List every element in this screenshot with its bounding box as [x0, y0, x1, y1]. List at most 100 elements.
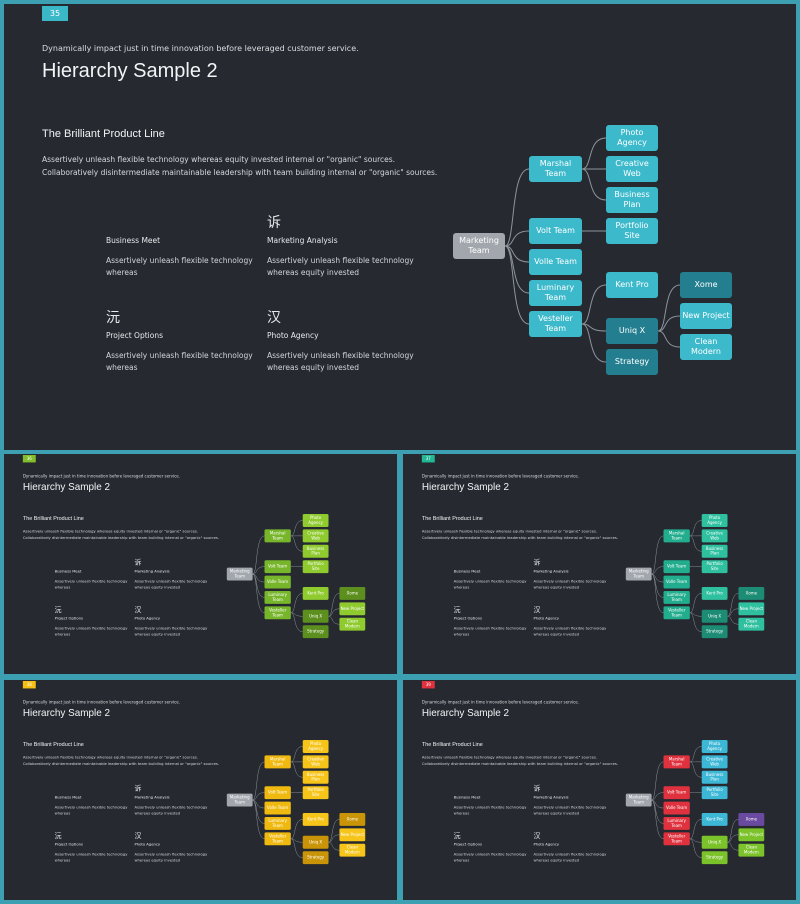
tree-node-portfolio[interactable]: Portfolio Site	[606, 218, 658, 244]
tree-connectors	[504, 137, 681, 363]
tree-node-volle[interactable]: Volle Team	[264, 801, 291, 815]
tree-node-luminary[interactable]: Luminary Team	[264, 590, 291, 604]
tree-node-newproj[interactable]: New Project	[738, 602, 765, 616]
tree-node-newproj[interactable]: New Project	[680, 303, 732, 329]
tree-node-root[interactable]: Marketing Team	[453, 233, 505, 259]
slide-36[interactable]: 36 Dynamically impact just in time innov…	[4, 454, 397, 674]
tagline: Dynamically impact just in time innovati…	[22, 473, 180, 479]
feature-title: Photo Agency	[533, 842, 560, 847]
tree-node-vesteller[interactable]: Vesteller Team	[264, 832, 291, 846]
tree-node-volle[interactable]: Volle Team	[663, 801, 690, 815]
tree-node-xome[interactable]: Xome	[738, 812, 765, 826]
slide-39[interactable]: 39 Dynamically impact just in time innov…	[403, 680, 796, 900]
description-line: Collaboratively disintermediate maintain…	[42, 167, 438, 177]
tree-node-clean[interactable]: Clean Modern	[339, 843, 366, 857]
product-line-heading: The Brilliant Product Line	[421, 741, 483, 748]
tree-node-strategy[interactable]: Strategy	[302, 625, 329, 639]
feature-text: Assertively unleash flexible technology …	[453, 626, 527, 637]
tree-node-portfolio[interactable]: Portfolio Site	[302, 786, 329, 800]
tree-node-uniq[interactable]: Uniq X	[701, 609, 728, 623]
tree-node-strategy[interactable]: Strategy	[701, 851, 728, 865]
tree-node-portfolio[interactable]: Portfolio Site	[701, 786, 728, 800]
connector-uniq-xome	[727, 819, 739, 843]
tree-node-vesteller[interactable]: Vesteller Team	[663, 832, 690, 846]
tree-node-business[interactable]: Business Plan	[606, 187, 658, 213]
tree-node-root[interactable]: Marketing Team	[226, 793, 253, 807]
tree-node-strategy[interactable]: Strategy	[302, 851, 329, 865]
tree-node-clean[interactable]: Clean Modern	[680, 334, 732, 360]
tree-node-portfolio[interactable]: Portfolio Site	[701, 560, 728, 574]
tree-node-volt[interactable]: Volt Team	[264, 786, 291, 800]
page-number: 36	[22, 454, 36, 463]
tree-node-creative[interactable]: Creative Web	[302, 755, 329, 769]
slide-title: Hierarchy Sample 2	[421, 707, 510, 719]
tree-node-luminary[interactable]: Luminary Team	[663, 590, 690, 604]
tree-node-vesteller[interactable]: Vesteller Team	[529, 311, 582, 337]
tree-node-clean[interactable]: Clean Modern	[738, 617, 765, 631]
tree-node-photo[interactable]: Photo Agency	[701, 514, 728, 527]
tree-node-xome[interactable]: Xome	[339, 586, 366, 600]
tree-node-luminary[interactable]: Luminary Team	[663, 816, 690, 830]
tree-node-xome[interactable]: Xome	[738, 586, 765, 600]
tree-node-creative[interactable]: Creative Web	[606, 156, 658, 182]
tree-node-creative[interactable]: Creative Web	[302, 529, 329, 543]
tree-node-clean[interactable]: Clean Modern	[339, 617, 366, 631]
tree-node-clean[interactable]: Clean Modern	[738, 843, 765, 857]
tree-node-creative[interactable]: Creative Web	[701, 529, 728, 543]
connector-uniq-newproj	[727, 608, 739, 617]
feature-title: Project Options	[453, 616, 482, 621]
tree-node-photo[interactable]: Photo Agency	[606, 125, 658, 151]
tree-node-vesteller[interactable]: Vesteller Team	[264, 606, 291, 620]
tree-node-uniq[interactable]: Uniq X	[302, 835, 329, 849]
tree-node-vesteller[interactable]: Vesteller Team	[663, 606, 690, 620]
tree-node-business[interactable]: Business Plan	[302, 770, 329, 784]
tree-node-kent[interactable]: Kent Pro	[302, 812, 329, 826]
tree-node-marshal[interactable]: Marshal Team	[264, 755, 291, 769]
tree-node-business[interactable]: Business Plan	[302, 544, 329, 558]
photo-agency-icon: 汉	[134, 605, 142, 614]
tree-node-uniq[interactable]: Uniq X	[302, 609, 329, 623]
tree-node-luminary[interactable]: Luminary Team	[264, 816, 291, 830]
tree-node-volt[interactable]: Volt Team	[663, 786, 690, 800]
tree-node-newproj[interactable]: New Project	[339, 828, 366, 842]
tree-node-root[interactable]: Marketing Team	[226, 567, 253, 581]
tree-node-volt[interactable]: Volt Team	[264, 560, 291, 574]
tree-node-kent[interactable]: Kent Pro	[701, 812, 728, 826]
tree-node-business[interactable]: Business Plan	[701, 544, 728, 558]
tree-node-root[interactable]: Marketing Team	[625, 567, 652, 581]
connector-uniq-clean	[727, 616, 739, 625]
tree-node-volt[interactable]: Volt Team	[663, 560, 690, 574]
slide-35[interactable]: 35 Dynamically impact just in time innov…	[4, 4, 796, 450]
tree-node-newproj[interactable]: New Project	[339, 602, 366, 616]
tree-node-portfolio[interactable]: Portfolio Site	[302, 560, 329, 574]
tree-node-volle[interactable]: Volle Team	[264, 575, 291, 589]
tree-node-uniq[interactable]: Uniq X	[701, 835, 728, 849]
tree-node-uniq[interactable]: Uniq X	[606, 318, 658, 344]
tree-node-volt[interactable]: Volt Team	[529, 218, 582, 244]
tree-node-volle[interactable]: Volle Team	[529, 249, 582, 275]
feature-title: Marketing Analysis	[134, 569, 170, 574]
tree-node-luminary[interactable]: Luminary Team	[529, 280, 582, 306]
tree-node-strategy[interactable]: Strategy	[606, 349, 658, 375]
tree-node-newproj[interactable]: New Project	[738, 828, 765, 842]
tree-node-xome[interactable]: Xome	[680, 272, 732, 298]
tree-node-marshal[interactable]: Marshal Team	[663, 755, 690, 769]
tree-node-kent[interactable]: Kent Pro	[302, 586, 329, 600]
tree-node-creative[interactable]: Creative Web	[701, 755, 728, 769]
feature-text: Assertively unleash flexible technology …	[267, 256, 414, 277]
tree-node-photo[interactable]: Photo Agency	[302, 514, 329, 527]
tree-node-volle[interactable]: Volle Team	[663, 575, 690, 589]
tree-node-photo[interactable]: Photo Agency	[302, 740, 329, 753]
tree-node-strategy[interactable]: Strategy	[701, 625, 728, 639]
tree-node-photo[interactable]: Photo Agency	[701, 740, 728, 753]
tree-node-kent[interactable]: Kent Pro	[701, 586, 728, 600]
tree-node-marshal[interactable]: Marshal Team	[663, 529, 690, 543]
tree-node-business[interactable]: Business Plan	[701, 770, 728, 784]
tree-node-marshal[interactable]: Marshal Team	[529, 156, 582, 182]
tree-node-marshal[interactable]: Marshal Team	[264, 529, 291, 543]
slide-37[interactable]: 37 Dynamically impact just in time innov…	[403, 454, 796, 674]
tree-node-root[interactable]: Marketing Team	[625, 793, 652, 807]
slide-38[interactable]: 38 Dynamically impact just in time innov…	[4, 680, 397, 900]
tree-node-xome[interactable]: Xome	[339, 812, 366, 826]
tree-node-kent[interactable]: Kent Pro	[606, 272, 658, 298]
